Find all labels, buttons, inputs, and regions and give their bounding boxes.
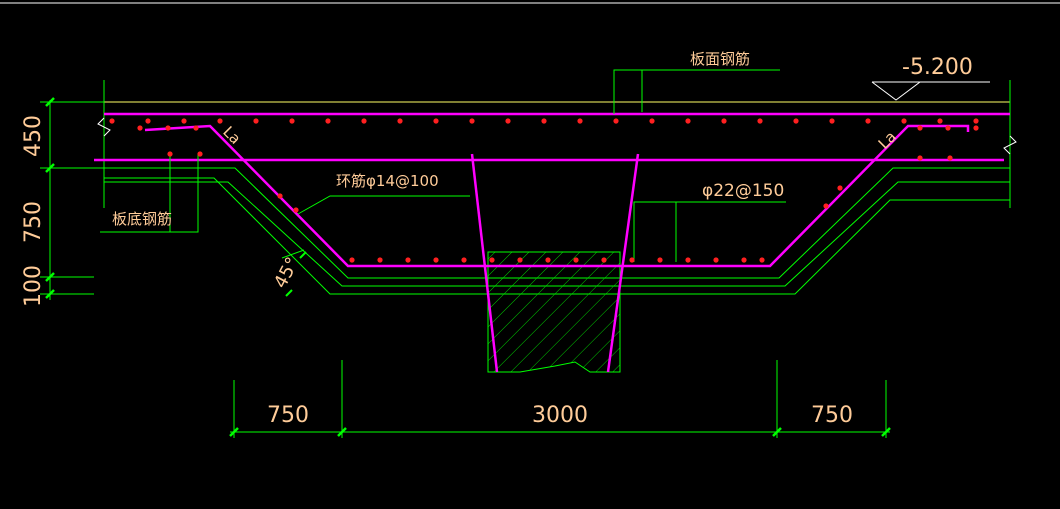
label-anchor-left: La bbox=[219, 123, 244, 148]
angle-tick-2 bbox=[285, 289, 293, 297]
rebar-dot bbox=[167, 151, 173, 157]
rebar-dot bbox=[181, 118, 187, 124]
rebar-dot bbox=[377, 257, 383, 263]
rebar-dot bbox=[289, 118, 295, 124]
label-stirrup: 环筋φ14@100 bbox=[336, 172, 439, 190]
rebar-dot bbox=[193, 125, 199, 131]
rebar-dot bbox=[973, 118, 979, 124]
rebar-dot bbox=[713, 257, 719, 263]
rebar-dot bbox=[685, 257, 691, 263]
rebar-dot bbox=[837, 185, 843, 191]
rebar-dot bbox=[577, 118, 583, 124]
label-main-rebar: φ22@150 bbox=[702, 181, 784, 201]
rebar-group bbox=[94, 112, 1010, 373]
rebar-dot bbox=[461, 257, 467, 263]
rebar-dot bbox=[917, 155, 923, 161]
rebar-dots bbox=[109, 118, 979, 263]
rebar-dot bbox=[469, 118, 475, 124]
rebar-dot bbox=[517, 257, 523, 263]
rebar-dot bbox=[573, 257, 579, 263]
rebar-dot bbox=[937, 118, 943, 124]
dim-horizontal-750-left: 750 bbox=[267, 403, 309, 428]
rebar-dot bbox=[165, 125, 171, 131]
main-rebar-leader-bracket bbox=[633, 201, 786, 262]
rebar-dot bbox=[433, 257, 439, 263]
rebar-dot bbox=[253, 118, 259, 124]
left-break-symbol bbox=[97, 117, 111, 137]
left-vertical-rebar bbox=[470, 153, 499, 373]
rebar-dot bbox=[217, 118, 223, 124]
elevation-marker bbox=[871, 81, 990, 101]
rebar-dot bbox=[109, 118, 115, 124]
rebar-dot bbox=[405, 257, 411, 263]
rebar-dot bbox=[277, 193, 283, 199]
right-vertical-rebar bbox=[606, 153, 640, 373]
label-top-rebar: 板面钢筋 bbox=[690, 50, 750, 68]
rebar-dot bbox=[945, 125, 951, 131]
bottom-rebar-leader-2 bbox=[170, 154, 199, 233]
rebar-dot bbox=[649, 118, 655, 124]
stirrup-leader bbox=[297, 195, 470, 215]
rebar-dot bbox=[829, 118, 835, 124]
rebar-dot bbox=[901, 118, 907, 124]
vertical-dimension bbox=[40, 100, 104, 300]
label-anchor-right: La bbox=[875, 128, 900, 153]
break-symbols bbox=[97, 117, 1017, 155]
angle-arc-helper bbox=[281, 249, 305, 259]
dim-vertical-450: 450 bbox=[21, 115, 46, 157]
rebar-dot bbox=[629, 257, 635, 263]
rebar-dot bbox=[433, 118, 439, 124]
horizontal-dimension-ticks bbox=[229, 427, 891, 437]
label-elevation: -5.200 bbox=[902, 55, 973, 80]
rebar-dot bbox=[759, 257, 765, 263]
top-rebar-leader-bracket bbox=[613, 69, 643, 114]
rebar-dot bbox=[657, 257, 663, 263]
rebar-dot bbox=[793, 118, 799, 124]
rebar-dot bbox=[325, 118, 331, 124]
dim-vertical-750: 750 bbox=[21, 201, 46, 243]
angle-tick-1 bbox=[299, 251, 307, 259]
dim-horizontal-3000: 3000 bbox=[532, 403, 588, 428]
rebar-dot bbox=[137, 125, 143, 131]
rebar-dot bbox=[757, 118, 763, 124]
rebar-dot bbox=[947, 155, 953, 161]
rebar-dot bbox=[741, 257, 747, 263]
rebar-dot bbox=[601, 257, 607, 263]
dim-horizontal-750-right: 750 bbox=[811, 403, 853, 428]
leader-lines bbox=[100, 69, 786, 262]
rebar-dot bbox=[823, 203, 829, 209]
rebar-dot bbox=[917, 125, 923, 131]
rebar-dot bbox=[613, 118, 619, 124]
label-bottom-rebar: 板底钢筋 bbox=[112, 210, 172, 228]
rebar-dot bbox=[865, 118, 871, 124]
rebar-dot bbox=[505, 118, 511, 124]
rebar-dot bbox=[489, 257, 495, 263]
right-break-symbol bbox=[1003, 135, 1017, 155]
label-angle: 45° bbox=[270, 254, 304, 292]
vertical-dimension-ticks bbox=[45, 97, 55, 299]
rebar-dot bbox=[545, 257, 551, 263]
dim-vertical-100: 100 bbox=[21, 265, 46, 307]
rebar-dot bbox=[721, 118, 727, 124]
rebar-dot bbox=[197, 151, 203, 157]
rebar-dot bbox=[685, 118, 691, 124]
rebar-dot bbox=[349, 257, 355, 263]
pile-column-hatch bbox=[487, 251, 621, 373]
rebar-dot bbox=[541, 118, 547, 124]
rebar-dot bbox=[293, 207, 299, 213]
rebar-dot bbox=[361, 118, 367, 124]
rebar-dot bbox=[973, 125, 979, 131]
rebar-dot bbox=[145, 118, 151, 124]
pit-rebar-line bbox=[144, 124, 970, 268]
rebar-dot bbox=[397, 118, 403, 124]
elevation-triangle bbox=[871, 81, 922, 101]
horizontal-dimension bbox=[230, 360, 890, 438]
